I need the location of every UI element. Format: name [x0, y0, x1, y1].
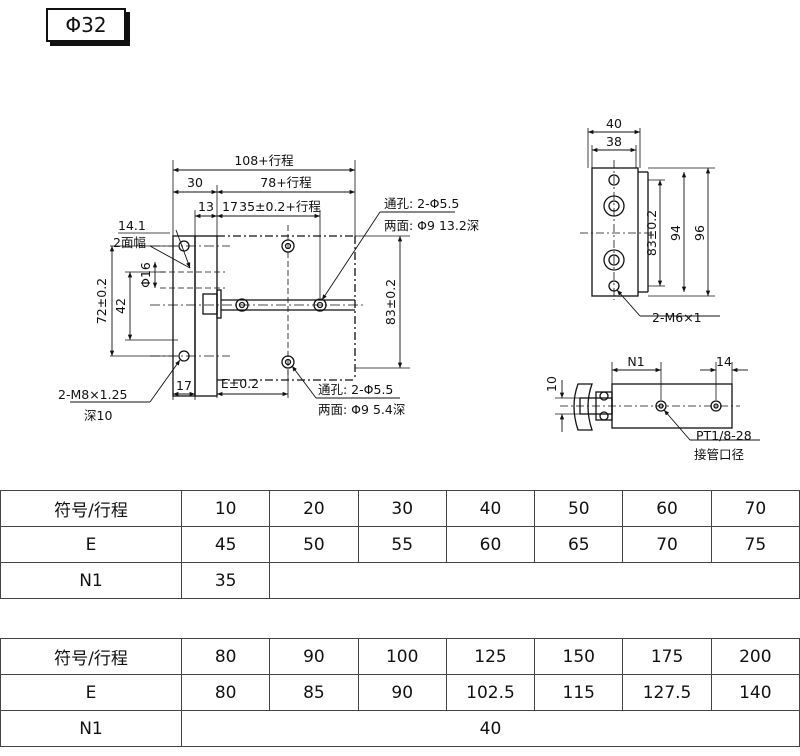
table-cell: 90: [269, 638, 359, 675]
side-view-labels: N1 14 10 PT1/8-28 接管口径: [544, 354, 752, 462]
table-row-label: E: [0, 674, 182, 711]
table-cell: 150: [534, 638, 624, 675]
table-row-strokes: 符号/行程 10 20 30 40 50 60 70: [0, 490, 800, 527]
table-row-label: N1: [0, 710, 182, 747]
side-cap: [573, 383, 593, 431]
end-note-thread: 2-M6×1: [652, 310, 702, 325]
rod-hole-right: [313, 298, 327, 312]
side-dim-10: 10: [544, 376, 559, 392]
dim-83-front: 83±0.2: [383, 279, 398, 325]
side-view: [555, 362, 760, 441]
table-cell: 90: [357, 674, 447, 711]
table-cell: 200: [710, 638, 800, 675]
end-dim-40: 40: [606, 116, 622, 131]
side-dim-n1: N1: [627, 354, 644, 369]
dim-42: 42: [113, 298, 128, 314]
table-header-label: 符号/行程: [0, 638, 182, 675]
technical-drawing: 108+行程 30 78+行程 13 17 35±0.2+行程 14.1 2面幅…: [58, 116, 760, 462]
model-title: Φ32: [46, 8, 126, 42]
table-cell: 55: [357, 526, 447, 563]
table-cell: 10: [180, 490, 271, 527]
table-header-label: 符号/行程: [0, 490, 182, 527]
dim-13: 13: [198, 199, 214, 214]
table-cell: 85: [269, 674, 359, 711]
end-dim-96: 96: [692, 225, 707, 241]
note-thread: 2-M8×1.25: [58, 387, 128, 402]
label-two-flats: 2面幅: [113, 235, 146, 250]
dim-72: 72±0.2: [94, 278, 109, 324]
end-view-labels: 40 38 83±0.2 94 96 2-M6×1: [606, 116, 707, 325]
thread-hole-bottom: [178, 350, 190, 362]
table-row-label: N1: [0, 562, 182, 599]
dim-14-1: 14.1: [118, 218, 146, 233]
note-thread-depth: 深10: [84, 408, 112, 423]
side-dim-14: 14: [716, 354, 732, 369]
table-cell: 102.5: [445, 674, 536, 711]
stroke-table-2: 符号/行程 80 90 100 125 150 175 200 E 80 85 …: [0, 638, 800, 747]
table-row-n1: N1 40: [0, 710, 800, 747]
dim-17-bottom: 17: [176, 378, 192, 393]
table-cell: 80: [180, 638, 271, 675]
dim-e: E±0.2: [221, 376, 259, 391]
table-row-e: E 80 85 90 102.5 115 127.5 140: [0, 674, 800, 711]
table-row-e: E 45 50 55 60 65 70 75: [0, 526, 800, 563]
stroke-table-1: 符号/行程 10 20 30 40 50 60 70 E 45 50 55 60…: [0, 490, 800, 599]
table-cell: 60: [445, 526, 536, 563]
table-cell: 50: [534, 490, 624, 527]
table-cell: 20: [269, 490, 359, 527]
dim-17-top: 17: [222, 199, 238, 214]
end-dim-38: 38: [606, 134, 622, 149]
dim-108-stroke: 108+行程: [234, 153, 294, 168]
table-cell: 60: [622, 490, 712, 527]
table-row-label: E: [0, 526, 182, 563]
dim-78-stroke: 78+行程: [260, 175, 312, 190]
table-cell: 40: [445, 490, 536, 527]
dim-phi16: Φ16: [138, 262, 153, 288]
table-cell: 75: [710, 526, 800, 563]
table-cell: 175: [622, 638, 712, 675]
end-dim-83: 83±0.2: [644, 210, 659, 256]
table-cell: 65: [534, 526, 624, 563]
table-cell: 45: [180, 526, 271, 563]
table-cell: 115: [534, 674, 624, 711]
table-cell: 127.5: [622, 674, 712, 711]
note-top-counterbore: 两面: Φ9 13.2深: [384, 218, 479, 233]
table-cell: 35: [180, 562, 271, 599]
note-top-through: 通孔: 2-Φ5.5: [384, 196, 459, 211]
end-thread-hole-top: [608, 174, 620, 186]
table-cell: 125: [445, 638, 536, 675]
end-view: [580, 128, 720, 317]
body-right-plate: [194, 235, 218, 397]
piston-block: [202, 293, 218, 315]
dim-30: 30: [187, 175, 203, 190]
dim-35-stroke: 35±0.2+行程: [239, 199, 321, 214]
note-bottom-counterbore: 两面: Φ9 5.4深: [318, 402, 405, 417]
note-bottom-through: 通孔: 2-Φ5.5: [318, 382, 393, 397]
side-note-port: PT1/8-28: [696, 428, 752, 443]
table-cell: 140: [710, 674, 800, 711]
table-cell: 30: [357, 490, 447, 527]
table-cell: 40: [181, 710, 800, 747]
rod-hole-left: [235, 298, 249, 312]
table-cell-empty: [269, 562, 800, 599]
table-cell: 80: [180, 674, 271, 711]
table-cell: 100: [357, 638, 447, 675]
table-cell: 50: [269, 526, 359, 563]
table-cell: 70: [710, 490, 800, 527]
front-view: [70, 160, 455, 403]
side-note-port-label: 接管口径: [694, 447, 744, 462]
end-body: [591, 167, 639, 297]
front-view-labels: 108+行程 30 78+行程 13 17 35±0.2+行程 14.1 2面幅…: [58, 153, 479, 423]
table-row-n1: N1 35: [0, 562, 800, 599]
table-cell: 70: [622, 526, 712, 563]
end-dim-94: 94: [668, 225, 683, 241]
table-row-strokes: 符号/行程 80 90 100 125 150 175 200: [0, 638, 800, 675]
